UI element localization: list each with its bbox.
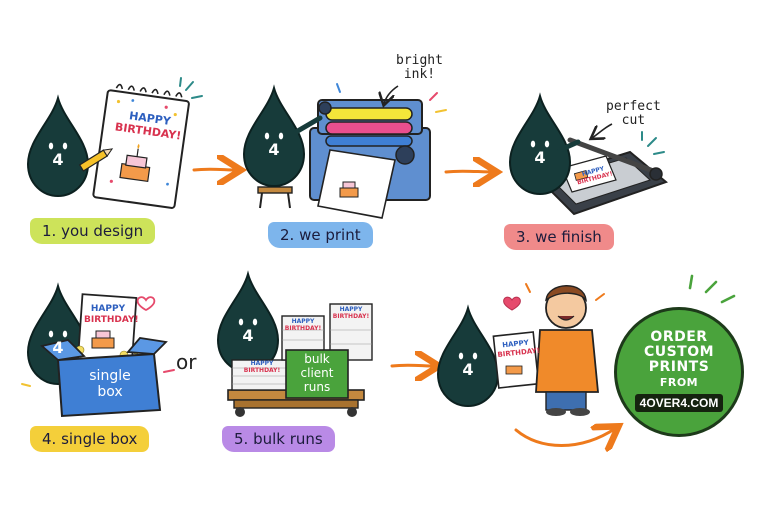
- cta-rays: [688, 274, 736, 304]
- stack-card-text-1: HAPPY BIRTHDAY!: [283, 318, 323, 332]
- stack3-happy: HAPPY: [250, 360, 274, 367]
- bulk-sign: bulk client runs: [300, 352, 334, 394]
- stack2-birthday: BIRTHDAY!: [332, 313, 370, 320]
- mascot-number-4: 4: [52, 338, 64, 357]
- stack1-happy: HAPPY: [291, 318, 315, 325]
- step2-scene: [243, 83, 447, 219]
- box-card-happy: HAPPY: [90, 304, 126, 314]
- box-label: single box: [89, 368, 131, 400]
- step-label-3: 3. we finish: [504, 224, 614, 250]
- step-label-4: 4. single box: [30, 426, 150, 452]
- mascot-number-6: 4: [462, 360, 474, 379]
- mascot-number-5: 4: [242, 326, 254, 345]
- cta-line-prints: PRINTS: [648, 359, 710, 375]
- step5-scene: [217, 273, 373, 417]
- mascot-number-3: 4: [534, 148, 546, 167]
- step-label-1: 1. you design: [30, 218, 156, 244]
- annotation-bright-ink: bright ink!: [396, 53, 443, 82]
- step4-scene: [21, 285, 175, 418]
- flow-arrow-3: [390, 365, 436, 366]
- stack-card-text-3: HAPPY BIRTHDAY!: [233, 360, 291, 374]
- step3-scene: [509, 95, 668, 216]
- annotation-perfect-cut: perfect cut: [606, 99, 661, 128]
- cta-url-badge[interactable]: 4OVER4.COM: [634, 394, 724, 412]
- cta-line-order: ORDER: [650, 329, 708, 345]
- mascot-number-1: 4: [52, 150, 64, 169]
- stack2-happy: HAPPY: [339, 306, 363, 313]
- step-label-2: 2. we print: [268, 222, 373, 248]
- step1-scene: [27, 77, 203, 209]
- cta-line-custom: CUSTOM: [643, 344, 715, 360]
- stack-card-text-2: HAPPY BIRTHDAY!: [331, 306, 371, 320]
- step6-scene: [437, 283, 605, 416]
- cta-order-button[interactable]: ORDER CUSTOM PRINTS FROM 4OVER4.COM: [614, 307, 744, 437]
- stack1-birthday: BIRTHDAY!: [284, 325, 322, 332]
- stack3-birthday: BIRTHDAY!: [243, 367, 281, 374]
- cta-line-from: FROM: [659, 376, 699, 389]
- or-label: or: [176, 350, 197, 374]
- flow-arrow-2: [444, 171, 494, 172]
- mascot-number-2: 4: [268, 140, 280, 159]
- step-label-5: 5. bulk runs: [222, 426, 335, 452]
- box-card-text: HAPPY BIRTHDAY!: [84, 304, 139, 326]
- box-card-birthday: BIRTHDAY!: [84, 315, 139, 325]
- flow-arrow-cta: [514, 428, 616, 446]
- flow-arrow-1: [192, 169, 238, 170]
